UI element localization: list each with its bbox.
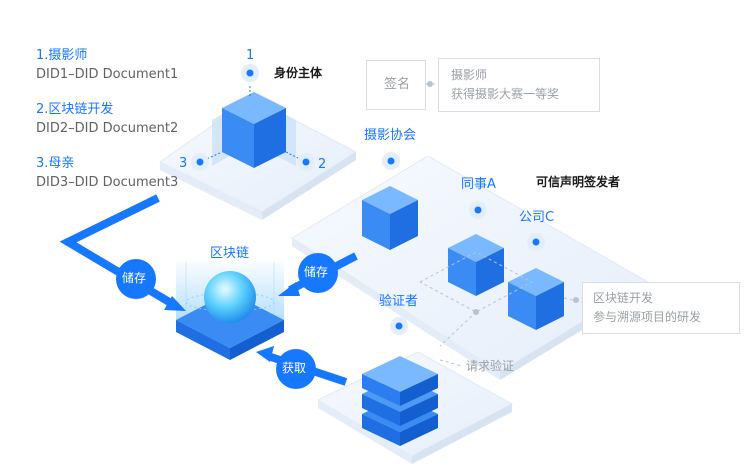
signature-claim-line1: 摄影师 — [451, 68, 488, 82]
marker-association — [382, 152, 400, 170]
verifier-title: 验证者 — [379, 294, 419, 309]
issuer-claim-box: 区块链开发 参与溯源项目的研发 — [582, 282, 740, 334]
list-item-1-title: 1.摄影师 — [36, 48, 88, 63]
marker-colleague — [469, 201, 487, 219]
colleague-cube — [448, 234, 504, 296]
issuer-claim-line1: 区块链开发 — [593, 291, 654, 305]
store-right-label: 储存 — [304, 265, 329, 279]
marker-1 — [241, 64, 259, 82]
association-cube — [362, 186, 418, 250]
signature-claim-box: 摄影师 获得摄影大赛一等奖 — [438, 58, 600, 112]
store-right-badge — [298, 253, 338, 293]
marker-company — [527, 233, 545, 251]
signature-claim-line2: 获得摄影大赛一等奖 — [451, 87, 560, 101]
list-item-2-doc: DID2–DID Document2 — [36, 121, 179, 136]
marker-3 — [191, 153, 209, 171]
company-label: 公司C — [519, 210, 555, 225]
identity-number-3: 3 — [179, 156, 188, 171]
marker-verifier — [390, 317, 408, 335]
verifier-stack — [362, 356, 438, 446]
identity-cube — [212, 92, 296, 168]
marker-2 — [297, 153, 315, 171]
fetch-label: 获取 — [282, 361, 307, 375]
signature-box: 签名 — [366, 60, 426, 110]
issuers-title: 可信声明签发者 — [536, 175, 621, 189]
identity-title: 身份主体 — [274, 66, 323, 80]
store-left-badge — [116, 259, 156, 299]
verifier-request: 请求验证 — [466, 359, 515, 373]
list-item-1-doc: DID1–DID Document1 — [36, 67, 179, 82]
marker-dots — [191, 64, 579, 335]
blockchain-label: 区块链 — [210, 246, 250, 261]
fetch-badge — [276, 349, 316, 389]
identity-number-2: 2 — [318, 157, 327, 172]
issuer-claim-line2: 参与溯源项目的研发 — [593, 310, 702, 324]
list-item-2-title: 2.区块链开发 — [36, 102, 114, 117]
signature-label: 签名 — [384, 77, 411, 92]
store-left-label: 储存 — [122, 271, 147, 285]
identity-number-1: 1 — [246, 48, 255, 63]
list-item-3-title: 3.母亲 — [36, 156, 75, 171]
blockchain-sphere — [185, 271, 275, 323]
company-cube — [508, 268, 564, 330]
association-label: 摄影协会 — [364, 128, 417, 143]
list-item-3-doc: DID3–DID Document3 — [36, 175, 179, 190]
colleague-label: 同事A — [461, 177, 496, 192]
